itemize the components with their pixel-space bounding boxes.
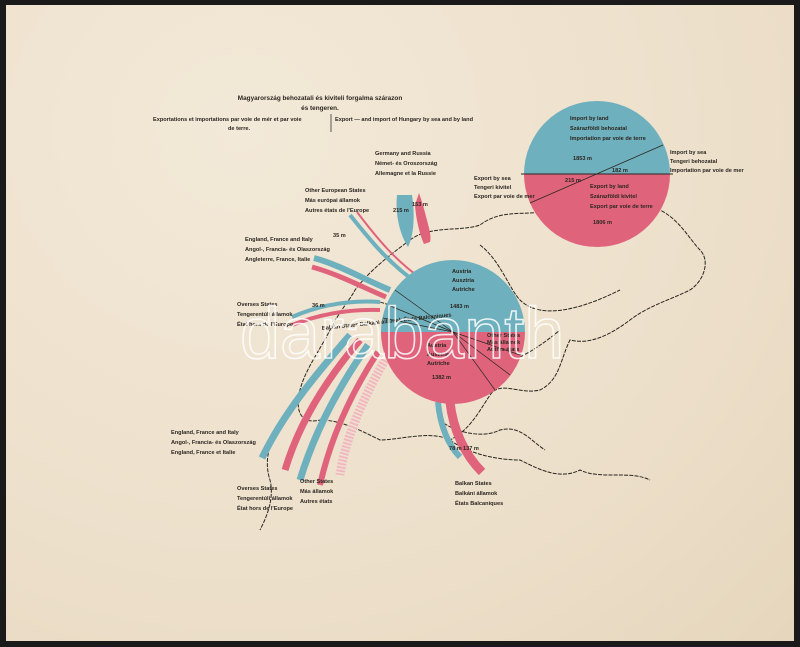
label: England, France et Italie <box>171 450 235 456</box>
label: Export par voie de terre <box>590 204 653 210</box>
summary-pie-chart: Import by land Szárazföldi behozatal Imp… <box>474 101 744 247</box>
export-half <box>381 332 525 404</box>
label: Tengerentúli államok <box>237 312 293 318</box>
label: Angol-, Francia- és Olaszország <box>171 440 256 446</box>
label: Balkáni államok <box>455 491 498 497</box>
label: Autriche <box>452 287 475 293</box>
title-block: Magyarország behozatali és kiviteli forg… <box>153 95 474 132</box>
efi-export-arrow <box>311 264 387 300</box>
central-pie-chart: Austria Ausztria Autriche 1483 m Austria… <box>321 260 525 404</box>
value: 1806 m <box>593 220 612 226</box>
sector-lines <box>382 289 521 391</box>
title-hu-2: és tengeren. <box>301 105 339 112</box>
import-half <box>524 101 670 174</box>
overseas-export-arrow <box>291 307 381 327</box>
sw-dashed-arrow <box>335 357 389 476</box>
label: Overses States <box>237 486 277 492</box>
value: 182 m <box>612 168 628 174</box>
value: 36 m <box>312 303 325 309</box>
sw-import-arrow-2 <box>296 342 371 482</box>
overseas-import-arrow <box>291 299 381 319</box>
label: Tengeri behozatal <box>670 159 718 165</box>
balkan-import-arrow <box>435 401 463 460</box>
label: Angleterre, France, Italie <box>245 257 310 263</box>
export-half <box>524 174 670 247</box>
value: 215 m <box>393 208 409 214</box>
label: Other European States <box>305 188 366 194</box>
label: Más államok <box>300 489 334 495</box>
label: Autriche <box>427 361 450 367</box>
label: England, France and Italy <box>171 430 240 436</box>
value: 137 m <box>463 446 479 452</box>
label: Import by land <box>570 116 609 122</box>
label: Tengeri kivitel <box>474 185 512 191</box>
value: 1382 m <box>432 375 451 381</box>
label: Austria <box>427 343 447 349</box>
label: Angol-, Francia- és Olaszország <box>245 247 330 253</box>
value: 1483 m <box>450 304 469 310</box>
label: Autres états <box>487 347 519 353</box>
flow-labels: Germany and Russia Német- és Oroszország… <box>171 151 503 512</box>
sw-import-arrow-1 <box>258 332 353 460</box>
label: Other States <box>487 333 520 339</box>
title-en: Export — and import of Hungary by sea an… <box>335 117 474 123</box>
value: 35 m <box>333 233 346 239</box>
label: Más államok <box>487 340 521 346</box>
label: Import by sea <box>670 150 707 156</box>
flow-arrows <box>258 193 486 486</box>
title-fr-2: de terre. <box>228 126 251 132</box>
balkan-export-arrow <box>445 401 486 476</box>
germany-export-arrow <box>415 193 431 244</box>
label: Overses States <box>237 302 277 308</box>
sw-export-arrow-1 <box>281 337 363 472</box>
label: Other States <box>300 479 333 485</box>
germany-import-arrow <box>396 195 414 247</box>
title-hu-1: Magyarország behozatali és kiviteli forg… <box>238 95 403 102</box>
import-half <box>381 260 525 332</box>
label: Szárazföldi behozatal <box>570 126 627 132</box>
sea-divider <box>529 144 664 204</box>
label: Importation par voie de terre <box>570 136 646 142</box>
label: Export par voie de mer <box>474 194 535 200</box>
label: État hors de l'Europe <box>237 320 293 328</box>
label: Szárazföldi kivitel <box>590 194 637 200</box>
label: Tengerentúli államok <box>237 496 293 502</box>
label: Ausztria <box>452 278 475 284</box>
label: Balkan States <box>455 481 492 487</box>
label: Autres états de l'Europe <box>305 208 369 214</box>
watermark: darabanth <box>240 294 564 374</box>
title-fr-1: Exportations et importations par voie de… <box>153 117 302 123</box>
value: 1853 m <box>573 156 592 162</box>
label: Más európai államok <box>305 198 361 204</box>
sw-export-arrow-2 <box>317 350 381 486</box>
label: Germany and Russia <box>375 151 432 157</box>
label: England, France and Italy <box>245 237 314 243</box>
label: États Balcaniques <box>455 499 503 507</box>
value: 153 m <box>412 202 428 208</box>
label: Export by sea <box>474 176 512 182</box>
label: Export by land <box>590 184 629 190</box>
efi-import-arrow <box>313 255 392 293</box>
label: Német- és Oroszország <box>375 161 438 167</box>
label: État hors de l'Europe <box>237 504 293 512</box>
label: Austria <box>452 269 472 275</box>
label: Allemagne et la Russie <box>375 171 436 177</box>
value: 78 m <box>449 446 462 452</box>
label: Importation par voie de mer <box>670 168 744 174</box>
label: Ausztria <box>427 352 450 358</box>
value: 215 m <box>565 178 581 184</box>
label: Autres états <box>300 499 332 505</box>
